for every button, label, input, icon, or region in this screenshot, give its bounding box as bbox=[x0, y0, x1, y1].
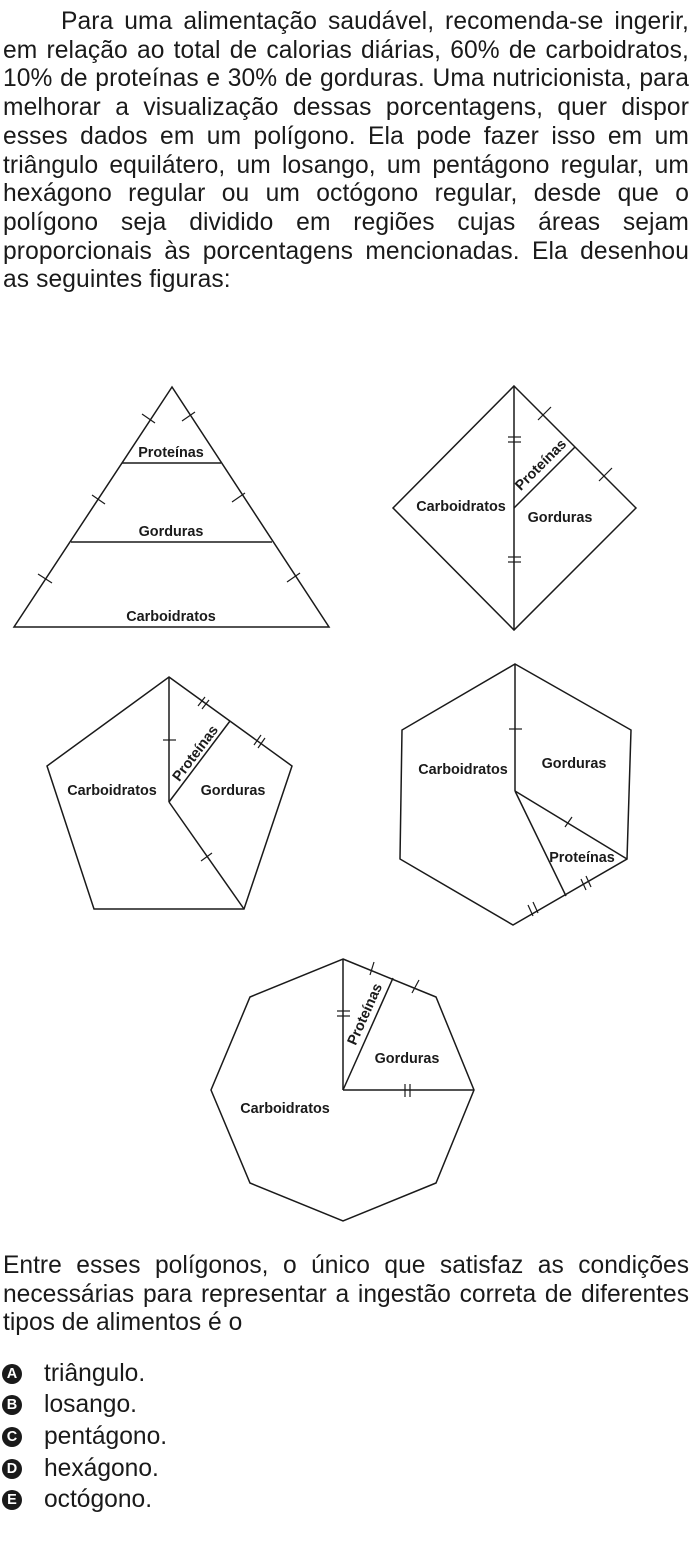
rhombus-tick bbox=[598, 467, 613, 482]
hexagon-divider-right bbox=[514, 790, 628, 860]
option-c[interactable]: C pentágono. bbox=[0, 1421, 167, 1453]
pentagon-label-proteinas: Proteínas bbox=[170, 723, 222, 785]
hexagon-label-carboidratos: Carboidratos bbox=[418, 762, 508, 778]
hexagon-label-gorduras: Gorduras bbox=[542, 756, 607, 772]
rhombus-label-gorduras: Gorduras bbox=[528, 510, 593, 526]
octagon-label-gorduras: Gorduras bbox=[375, 1051, 440, 1067]
hexagon-tick bbox=[580, 878, 587, 891]
option-text: octógono. bbox=[44, 1486, 153, 1514]
option-letter-badge: C bbox=[2, 1426, 22, 1447]
pentagon-tick bbox=[253, 734, 262, 746]
triangle-tick bbox=[91, 494, 106, 505]
octagon-tick bbox=[369, 961, 375, 976]
triangle-tick bbox=[181, 411, 196, 422]
triangle-outline bbox=[12, 385, 331, 628]
hexagon-tick bbox=[564, 816, 573, 828]
triangle-label-gorduras: Gorduras bbox=[139, 524, 204, 540]
pentagon-tick bbox=[257, 737, 266, 749]
octagon-label-carboidratos: Carboidratos bbox=[240, 1101, 330, 1117]
hexagon-figure: Carboidratos Gorduras Proteínas bbox=[399, 663, 632, 926]
pentagon-label-carboidratos: Carboidratos bbox=[67, 783, 157, 799]
triangle-figure: Proteínas Gorduras Carboidratos bbox=[12, 385, 331, 628]
pentagon-label-gorduras: Gorduras bbox=[201, 783, 266, 799]
intro-paragraph: Para uma alimentação saudável, recomenda… bbox=[3, 8, 689, 294]
option-letter-badge: A bbox=[2, 1363, 22, 1384]
pentagon-tick bbox=[200, 852, 213, 862]
hexagon-divider-lower bbox=[514, 790, 567, 897]
triangle-label-proteinas: Proteínas bbox=[138, 445, 204, 461]
rhombus-label-proteinas: Proteínas bbox=[512, 436, 570, 494]
pentagon-tick bbox=[197, 696, 206, 707]
option-letter-badge: D bbox=[2, 1458, 22, 1479]
hexagon-tick bbox=[527, 904, 534, 917]
triangle-tick bbox=[141, 413, 156, 424]
triangle-label-carboidratos: Carboidratos bbox=[126, 609, 216, 625]
rhombus-tick bbox=[537, 406, 552, 421]
triangle-tick bbox=[37, 573, 53, 584]
option-text: hexágono. bbox=[44, 1454, 159, 1482]
option-text: pentágono. bbox=[44, 1422, 168, 1450]
hexagon-outline bbox=[399, 663, 632, 926]
rhombus-figure: Carboidratos Proteínas Gorduras bbox=[391, 384, 638, 632]
triangle-tick bbox=[231, 492, 246, 503]
option-letter-badge: B bbox=[2, 1395, 22, 1416]
option-a[interactable]: A triângulo. bbox=[0, 1358, 167, 1390]
option-e[interactable]: E octógono. bbox=[0, 1484, 167, 1516]
rhombus-diagonal-divider bbox=[513, 446, 576, 509]
triangle-tick bbox=[286, 572, 301, 583]
answer-options: A triângulo. B losango. C pentágono. D h… bbox=[0, 1358, 167, 1516]
option-b[interactable]: B losango. bbox=[0, 1390, 167, 1422]
pentagon-outline bbox=[46, 676, 293, 910]
hexagon-label-proteinas: Proteínas bbox=[549, 850, 615, 866]
pentagon-divider-lower bbox=[168, 801, 245, 910]
pentagon-tick bbox=[201, 699, 210, 710]
octagon-divider-diagonal bbox=[342, 977, 394, 1091]
octagon-figure: Proteínas Gorduras Carboidratos bbox=[210, 958, 475, 1222]
octagon-tick bbox=[411, 979, 420, 994]
option-d[interactable]: D hexágono. bbox=[0, 1453, 167, 1485]
question-text: Entre esses polígonos, o único que satis… bbox=[3, 1252, 689, 1337]
octagon-label-proteinas: Proteínas bbox=[345, 981, 386, 1047]
polygon-figures: Proteínas Gorduras Carboidratos Carboidr… bbox=[12, 384, 638, 1222]
pentagon-divider-diagonal bbox=[168, 720, 231, 803]
option-text: losango. bbox=[44, 1391, 137, 1419]
hexagon-tick bbox=[585, 875, 592, 888]
rhombus-label-carboidratos: Carboidratos bbox=[416, 499, 506, 515]
hexagon-tick bbox=[532, 901, 539, 914]
option-text: triângulo. bbox=[44, 1359, 146, 1387]
option-letter-badge: E bbox=[2, 1490, 22, 1511]
pentagon-figure: Carboidratos Proteínas Gorduras bbox=[46, 676, 293, 910]
octagon-outline bbox=[210, 958, 475, 1222]
